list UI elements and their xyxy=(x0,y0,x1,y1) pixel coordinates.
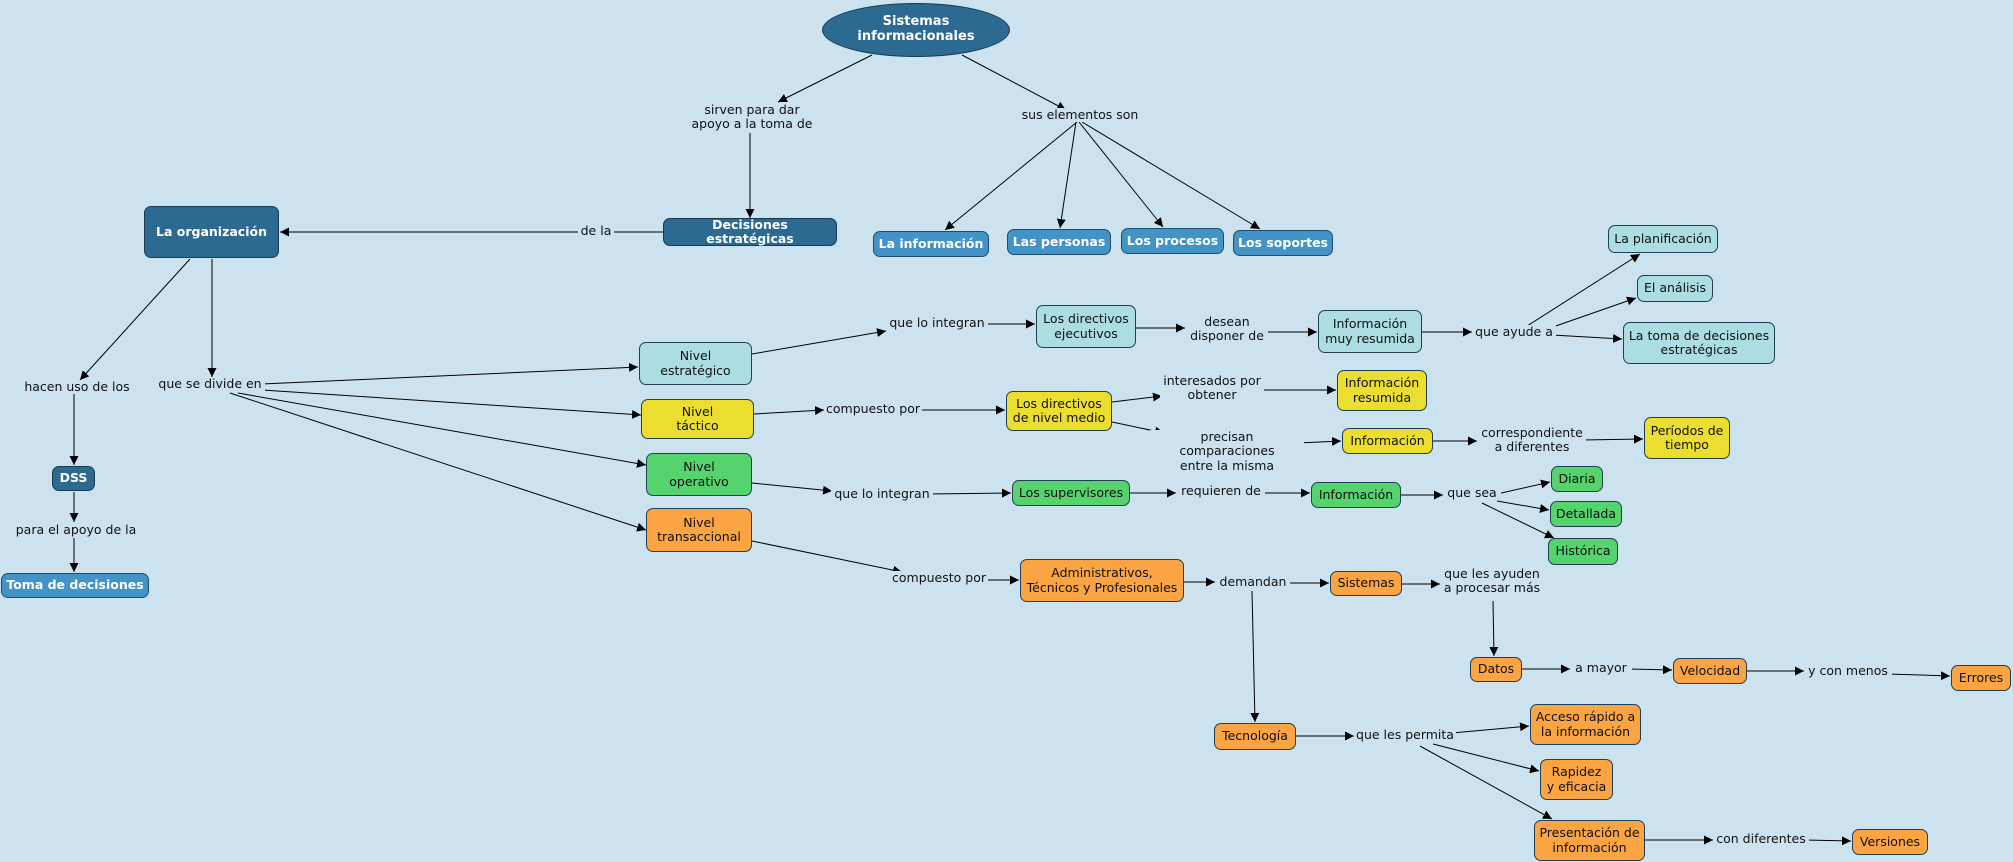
concept-detallada[interactable]: Detallada xyxy=(1550,501,1622,527)
edge-sea-detallada xyxy=(1496,500,1550,513)
concept-versiones[interactable]: Versiones xyxy=(1852,829,1928,855)
edge-elem-personas xyxy=(1056,121,1077,229)
concept-nivel-tactico[interactable]: Nivel táctico xyxy=(641,399,754,439)
edge-elem-informacion xyxy=(944,121,1078,231)
concept-directivos-nivel-medio[interactable]: Los directivos de nivel medio xyxy=(1006,391,1112,431)
edge-permita-acceso xyxy=(1451,722,1530,734)
edge-demandan-tecnologia xyxy=(1250,590,1260,723)
concept-errores[interactable]: Errores xyxy=(1951,665,2011,691)
concept-velocidad[interactable]: Velocidad xyxy=(1673,658,1747,684)
edge-divide-tactico xyxy=(261,389,642,419)
concept-datos[interactable]: Datos xyxy=(1470,657,1522,682)
edge-root-sirven xyxy=(777,54,873,103)
concept-info-operativa[interactable]: Información xyxy=(1311,482,1401,508)
concept-el-analisis[interactable]: El análisis xyxy=(1637,275,1713,302)
concept-las-personas[interactable]: Las personas xyxy=(1007,229,1111,255)
link-que-lo-integran-2: que lo integran xyxy=(831,486,933,502)
edge-divide-transaccional xyxy=(229,392,647,532)
edge-divide-operativo xyxy=(237,392,647,468)
concept-diaria[interactable]: Diaria xyxy=(1551,466,1603,492)
link-que-ayude-a: que ayude a xyxy=(1472,324,1556,340)
edge-root-elementos xyxy=(961,54,1067,111)
concept-info-tactica[interactable]: Información xyxy=(1342,428,1433,454)
link-demandan: demandan xyxy=(1216,574,1290,590)
link-que-les-ayuden: que les ayuden a procesar más xyxy=(1440,566,1544,596)
concept-los-supervisores[interactable]: Los supervisores xyxy=(1012,480,1130,506)
concept-info-resumida[interactable]: Información resumida xyxy=(1337,370,1427,411)
edge-elem-procesos xyxy=(1078,121,1164,228)
edge-elem-soportes xyxy=(1081,121,1261,230)
edge-transaccional-compuesto xyxy=(751,540,903,575)
edge-permita-rapidez xyxy=(1432,743,1540,774)
concept-info-muy-resumida[interactable]: Información muy resumida xyxy=(1318,310,1422,353)
concept-presentacion[interactable]: Presentación de información xyxy=(1534,820,1645,861)
link-que-se-divide-en: que se divide en xyxy=(155,376,265,392)
link-hacen-uso-de-los: hacen uso de los xyxy=(20,379,134,395)
edge-operativo-integran xyxy=(751,482,833,495)
link-requieren-de: requieren de xyxy=(1177,483,1265,499)
concept-directivos-ejecutivos[interactable]: Los directivos ejecutivos xyxy=(1036,305,1136,348)
edge-org-hacen xyxy=(79,258,191,381)
concept-dss[interactable]: DSS xyxy=(52,466,95,491)
edge-ayude-analisis xyxy=(1549,296,1637,329)
link-para-el-apoyo: para el apoyo de la xyxy=(12,522,140,538)
edge-estrat-integran xyxy=(751,328,887,355)
link-y-con-menos: y con menos xyxy=(1804,663,1892,679)
concept-sistemas[interactable]: Sistemas xyxy=(1330,571,1402,596)
edge-directivos-interesados xyxy=(1111,392,1163,403)
link-de-la: de la xyxy=(578,223,614,239)
concept-toma-estrategicas[interactable]: La toma de decisiones estratégicas xyxy=(1623,322,1775,364)
concept-acceso-rapido[interactable]: Acceso rápido a la información xyxy=(1530,704,1641,745)
edge-diferentes-versiones xyxy=(1804,836,1852,846)
concept-los-procesos[interactable]: Los procesos xyxy=(1121,228,1224,254)
edge-permita-presentacion xyxy=(1419,745,1553,820)
link-que-les-permita: que les permita xyxy=(1354,727,1456,743)
link-compuesto-por-1: compuesto por xyxy=(824,401,922,417)
concept-periodos-de-tiempo[interactable]: Períodos de tiempo xyxy=(1644,417,1730,459)
link-compuesto-por-2: compuesto por xyxy=(890,570,988,586)
edge-ayuden-datos xyxy=(1489,600,1499,657)
concept-toma-de-decisiones[interactable]: Toma de decisiones xyxy=(1,573,149,598)
edge-mayor-velocidad xyxy=(1627,665,1673,675)
concept-tecnologia[interactable]: Tecnología xyxy=(1214,723,1296,750)
link-sirven-para-dar: sirven para dar apoyo a la toma de xyxy=(688,102,816,132)
edge-integran-supervisores xyxy=(927,488,1012,498)
link-con-diferentes: con diferentes xyxy=(1713,831,1809,847)
link-precisan-comparaciones: precisan comparaciones entre la misma xyxy=(1150,429,1304,474)
concept-nivel-operativo[interactable]: Nivel operativo xyxy=(646,453,752,496)
edge-menos-errores xyxy=(1887,671,1951,681)
link-sus-elementos-son: sus elementos son xyxy=(1019,107,1141,123)
link-que-sea: que sea xyxy=(1443,485,1501,501)
edge-sea-diaria xyxy=(1496,479,1551,495)
concept-rapidez-eficacia[interactable]: Rapidez y eficacia xyxy=(1540,759,1613,800)
concept-la-organizacion[interactable]: La organización xyxy=(144,206,279,258)
concept-sistemas-informacionales[interactable]: Sistemas informacionales xyxy=(822,3,1010,57)
link-desean-disponer: desean disponer de xyxy=(1186,314,1268,344)
edge-precisan-info xyxy=(1297,436,1342,446)
edge-tactico-compuesto xyxy=(753,406,825,416)
concept-historica[interactable]: Histórica xyxy=(1548,538,1618,565)
concept-la-planificacion[interactable]: La planificación xyxy=(1608,225,1718,253)
link-a-mayor: a mayor xyxy=(1570,660,1632,676)
link-interesados-por: interesados por obtener xyxy=(1160,373,1264,403)
edge-divide-estrategico xyxy=(261,362,639,385)
edge-correspondiente-periodos xyxy=(1581,434,1644,444)
edge-ayude-toma xyxy=(1551,333,1623,343)
concept-decisiones-estrategicas[interactable]: Decisiones estratégicas xyxy=(663,217,837,246)
concept-la-informacion[interactable]: La información xyxy=(873,231,989,257)
concept-nivel-transaccional[interactable]: Nivel transaccional xyxy=(646,508,752,552)
edge-sea-historica xyxy=(1481,502,1555,539)
concept-administrativos[interactable]: Administrativos, Técnicos y Profesionale… xyxy=(1020,559,1184,602)
edge-ayude-planificacion xyxy=(1523,253,1641,329)
link-correspondiente: correspondiente a diferentes xyxy=(1478,425,1586,455)
concept-nivel-estrategico[interactable]: Nivel estratégico xyxy=(639,342,752,385)
link-que-lo-integran-1: que lo integran xyxy=(886,315,988,331)
concept-los-soportes[interactable]: Los soportes xyxy=(1233,230,1333,256)
